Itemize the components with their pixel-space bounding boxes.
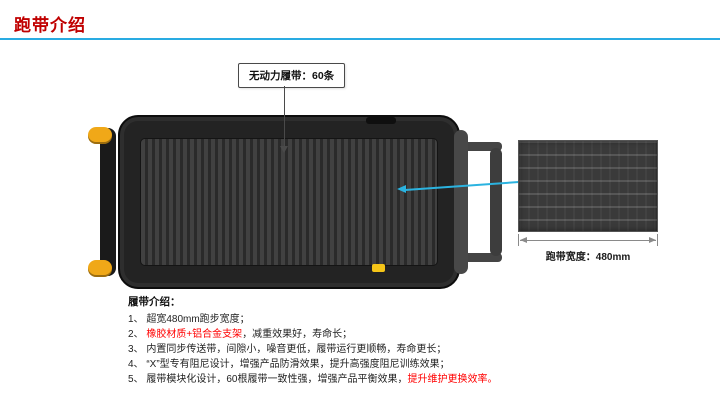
treadmill-console <box>366 117 396 124</box>
handlebar-outer <box>490 148 502 256</box>
dimension-arrow-left-icon <box>520 237 527 243</box>
handlebar-inner <box>454 130 468 274</box>
dimension-tick-right <box>657 234 658 246</box>
dimension-tick-left <box>518 234 519 246</box>
treadmill-slat-belt <box>140 138 438 266</box>
transport-wheel-top <box>88 127 112 144</box>
intro-item-1: 1、 超宽480mm跑步宽度； <box>128 314 250 325</box>
intro-item-2-num: 2、 <box>128 329 147 340</box>
dimension-arrow-right-icon <box>649 237 656 243</box>
intro-item-2-highlight: 橡胶材质+铝合金支架 <box>146 329 243 340</box>
treadmill-front-bar <box>100 128 116 276</box>
safety-key-accent <box>372 264 385 272</box>
handlebar-connector-top <box>454 142 502 151</box>
intro-item-3: 3、 内置同步传送带，间隙小，噪音更低，履带运行更顺畅，寿命更长； <box>128 344 447 355</box>
handlebar-connector-bottom <box>454 253 502 262</box>
belt-width-caption: 跑带宽度：480mm <box>545 252 631 263</box>
callout-leader-line <box>284 86 285 146</box>
belt-callout-label: 无动力履带：60条 <box>249 70 335 82</box>
treadmill-top-view <box>88 112 508 292</box>
belt-closeup-image <box>518 140 658 232</box>
title-underline <box>0 38 720 40</box>
page-title: 跑带介绍 <box>14 16 86 35</box>
intro-item-2: 2、 橡胶材质+铝合金支架，减重效果好，寿命长； <box>128 327 648 342</box>
intro-item-5: 5、 履带模块化设计，60根履带一致性强，增强产品平衡效果，提升维护更换效率。 <box>128 372 648 387</box>
belt-width-dimension <box>518 234 658 246</box>
intro-item-5-highlight: 提升维护更换效率。 <box>407 374 498 385</box>
belt-intro-block: 履带介绍： 1、 超宽480mm跑步宽度； 2、 橡胶材质+铝合金支架，减重效果… <box>128 294 648 387</box>
closeup-arrowhead-icon <box>397 185 406 193</box>
transport-wheel-bottom <box>88 260 112 277</box>
intro-item-2-rest: ，减重效果好，寿命长； <box>242 329 353 340</box>
dimension-line <box>520 240 656 241</box>
intro-item-4: 4、 “X”型专有阻尼设计，增强产品防滑效果，提升高强度阻尼训练效果； <box>128 359 450 370</box>
intro-item-5-pre: 5、 履带模块化设计，60根履带一致性强，增强产品平衡效果， <box>128 374 408 385</box>
belt-callout: 无动力履带：60条 <box>238 63 346 88</box>
belt-intro-heading: 履带介绍： <box>128 296 181 308</box>
callout-arrowhead-icon <box>280 146 288 153</box>
